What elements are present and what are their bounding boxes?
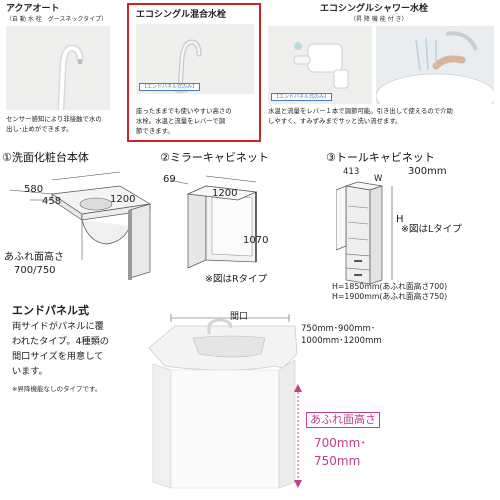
vanity-depth-outer: 580	[24, 184, 44, 195]
vanity-unit-diagram	[9, 171, 152, 280]
faucet-1-subtitle: （自 動 水 栓 グースネックタイプ）	[6, 16, 108, 23]
shower-faucet-image	[268, 26, 372, 104]
mirror-cabinet-diagram	[169, 175, 258, 269]
faucet-1-photo	[6, 26, 110, 110]
tall-depth: 413	[343, 167, 360, 177]
tall-height-1900: H=1900mm(あふれ面高さ750)	[332, 292, 448, 301]
faucet-1-description: センサー感知により非接触で水の 出し･止めができます。	[6, 115, 102, 133]
highlight-frame	[127, 3, 261, 142]
overflow-height-label: あふれ面高さ	[306, 412, 380, 428]
tall-cabinet-diagram	[336, 181, 393, 285]
faucet-3-description: 水温と流量をレバー１本で調節可能。引き出して使えるので介助 しやすく、すみずみま…	[268, 107, 453, 125]
mirror-note: ※図はRタイプ	[205, 274, 268, 285]
gooseneck-faucet-image	[6, 26, 110, 110]
faucet-3-title: エコシングルシャワー水栓	[320, 4, 429, 14]
end-panel-description: 両サイドがパネルに覆 われたタイプ。4種類の 間口サイズを用意して います。	[12, 321, 109, 377]
mirror-section-title: ②ミラーキャビネット	[160, 151, 269, 164]
tall-note: ※図はLタイプ	[401, 224, 462, 235]
shower-in-use-image	[376, 26, 494, 104]
frontage-label: 間口	[230, 312, 249, 322]
faucet-2-description: 座ったままでも使いやすい高さの 水栓。水温と流量をレバーで調 節できます。	[136, 107, 232, 135]
faucet-2-title: エコシングル混合水栓	[136, 10, 227, 20]
faucet-3-photo-a: 【エンドパネル式のみ】	[268, 26, 372, 104]
mirror-width: 1200	[212, 188, 238, 199]
vanity-overflow-values: 700/750	[14, 265, 56, 276]
end-panel-heading: エンドパネル式	[12, 304, 89, 317]
mirror-height: 1070	[243, 235, 269, 246]
faucet-3-photo-b	[376, 26, 494, 104]
end-panel-only-tag: 【エンドパネル式のみ】	[271, 93, 333, 101]
tall-section-title: ③トールキャビネット	[326, 151, 435, 164]
single-lever-faucet-image	[136, 24, 254, 94]
vanity-overflow-label: あふれ面高さ	[4, 252, 64, 263]
tall-height-1850: H=1850mm(あふれ面高さ700)	[332, 282, 448, 291]
end-panel-vanity-image	[148, 314, 298, 489]
frontage-sizes: 750mm･900mm･ 1000mm･1200mm	[301, 324, 382, 346]
vanity-section-title: ①洗面化粧台本体	[2, 151, 89, 164]
end-panel-only-tag: 【エンドパネル式のみ】	[139, 83, 201, 91]
mirror-depth: 69	[163, 174, 176, 185]
tall-w-label: W	[374, 174, 383, 184]
tall-width: 300mm	[408, 166, 447, 177]
end-panel-note: ※昇降機能なしのタイプです。	[12, 385, 102, 393]
vanity-depth-inner: 458	[42, 196, 62, 207]
faucet-1-title: アクアオート	[6, 4, 60, 14]
faucet-2-photo: 【エンドパネル式のみ】	[136, 24, 254, 94]
tall-h-label: H	[396, 214, 404, 225]
vanity-width: 1200	[110, 194, 136, 205]
overflow-height-arrow	[294, 384, 302, 488]
faucet-3-subtitle: （昇 降 機 能 付 き）	[350, 16, 408, 23]
overflow-height-values: 700mm･ 750mm	[314, 436, 367, 468]
